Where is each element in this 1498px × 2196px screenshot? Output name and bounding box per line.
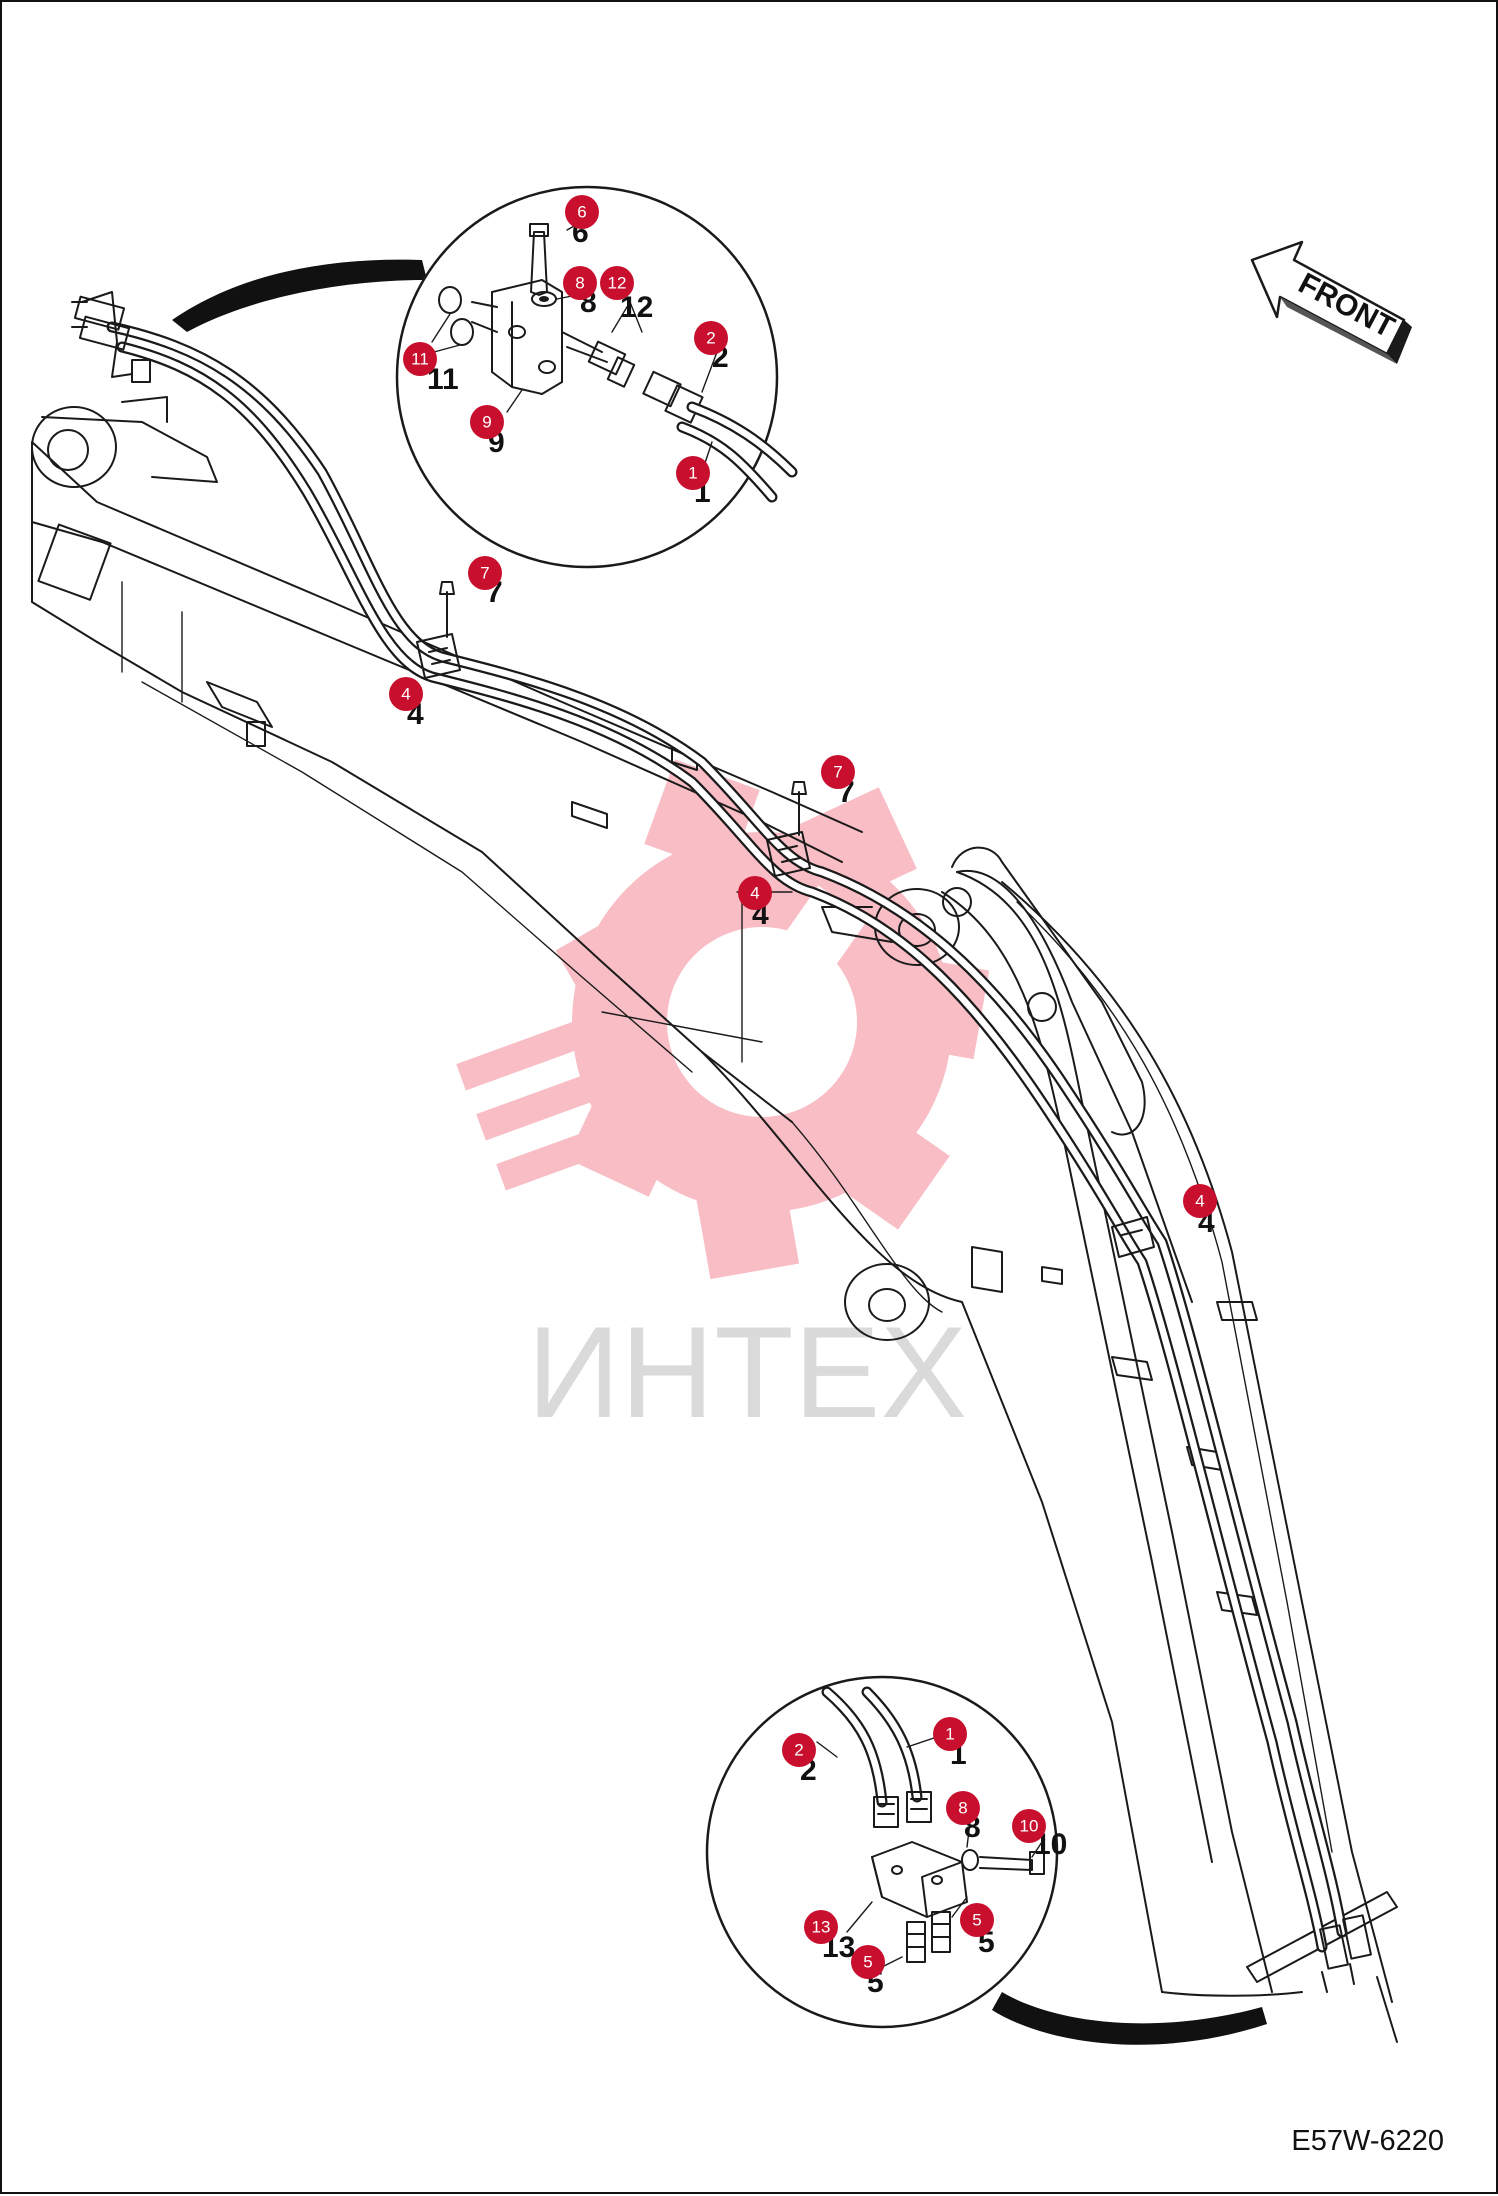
svg-text:2: 2 (706, 329, 715, 348)
svg-text:12: 12 (608, 274, 627, 293)
front-direction-arrow: FRONT (1250, 240, 1412, 364)
svg-text:7: 7 (480, 564, 489, 583)
callout-2-bottom[interactable]: 2 (782, 1733, 816, 1767)
svg-text:4: 4 (1195, 1192, 1204, 1211)
hose-clamp-1 (416, 581, 461, 679)
svg-text:10: 10 (1020, 1817, 1039, 1836)
detail-view-bottom (705, 1675, 1267, 2045)
svg-text:9: 9 (482, 413, 491, 432)
svg-text:7: 7 (833, 763, 842, 782)
callout-6[interactable]: 6 (565, 195, 599, 229)
callout-5b-bottom[interactable]: 5 (851, 1945, 885, 1979)
callout-4c[interactable]: 4 (1183, 1184, 1217, 1218)
callout-13-bottom[interactable]: 13 (804, 1910, 838, 1944)
callout-4a[interactable]: 4 (389, 677, 423, 711)
svg-text:13: 13 (812, 1918, 831, 1937)
svg-text:5: 5 (972, 1911, 981, 1930)
svg-text:8: 8 (575, 274, 584, 293)
svg-text:5: 5 (863, 1953, 872, 1972)
callout-4b[interactable]: 4 (738, 876, 772, 910)
callout-11[interactable]: 11 (403, 342, 437, 376)
watermark-text: ИНТЕХ (527, 1299, 967, 1445)
hose-end-fittings-bottom (1319, 1914, 1398, 2043)
drawing-code: E57W-6220 (1291, 2125, 1444, 2157)
callout-10-bottom[interactable]: 10 (1012, 1809, 1046, 1843)
callout-1[interactable]: 1 (676, 456, 710, 490)
callout-5a-bottom[interactable]: 5 (960, 1903, 994, 1937)
svg-text:4: 4 (750, 884, 759, 903)
callout-1-bottom[interactable]: 1 (933, 1717, 967, 1751)
hydraulic-hose-pair (106, 321, 1348, 1953)
callout-9[interactable]: 9 (470, 405, 504, 439)
svg-text:8: 8 (958, 1799, 967, 1818)
svg-text:1: 1 (945, 1725, 954, 1744)
svg-text:1: 1 (688, 464, 697, 483)
svg-text:11: 11 (411, 350, 429, 369)
callout-12[interactable]: 12 (600, 266, 634, 300)
hose-end-fittings-top (71, 291, 151, 383)
svg-text:4: 4 (401, 685, 410, 704)
hose-clamp-2 (766, 781, 811, 877)
svg-text:2: 2 (794, 1741, 803, 1760)
callout-7a[interactable]: 7 (468, 556, 502, 590)
hose-clamp-3 (1111, 1216, 1155, 1258)
detail-view-top (172, 185, 798, 569)
callout-8-bottom[interactable]: 8 (946, 1791, 980, 1825)
watermark-logo (456, 759, 990, 1280)
callout-8[interactable]: 8 (563, 266, 597, 300)
svg-text:6: 6 (577, 203, 586, 222)
callout-2[interactable]: 2 (694, 321, 728, 355)
callout-badges: 6 8 12 2 11 9 1 7 4 7 4 4 2 1 8 10 5 13 … (389, 195, 1217, 1979)
callout-7b[interactable]: 7 (821, 755, 855, 789)
